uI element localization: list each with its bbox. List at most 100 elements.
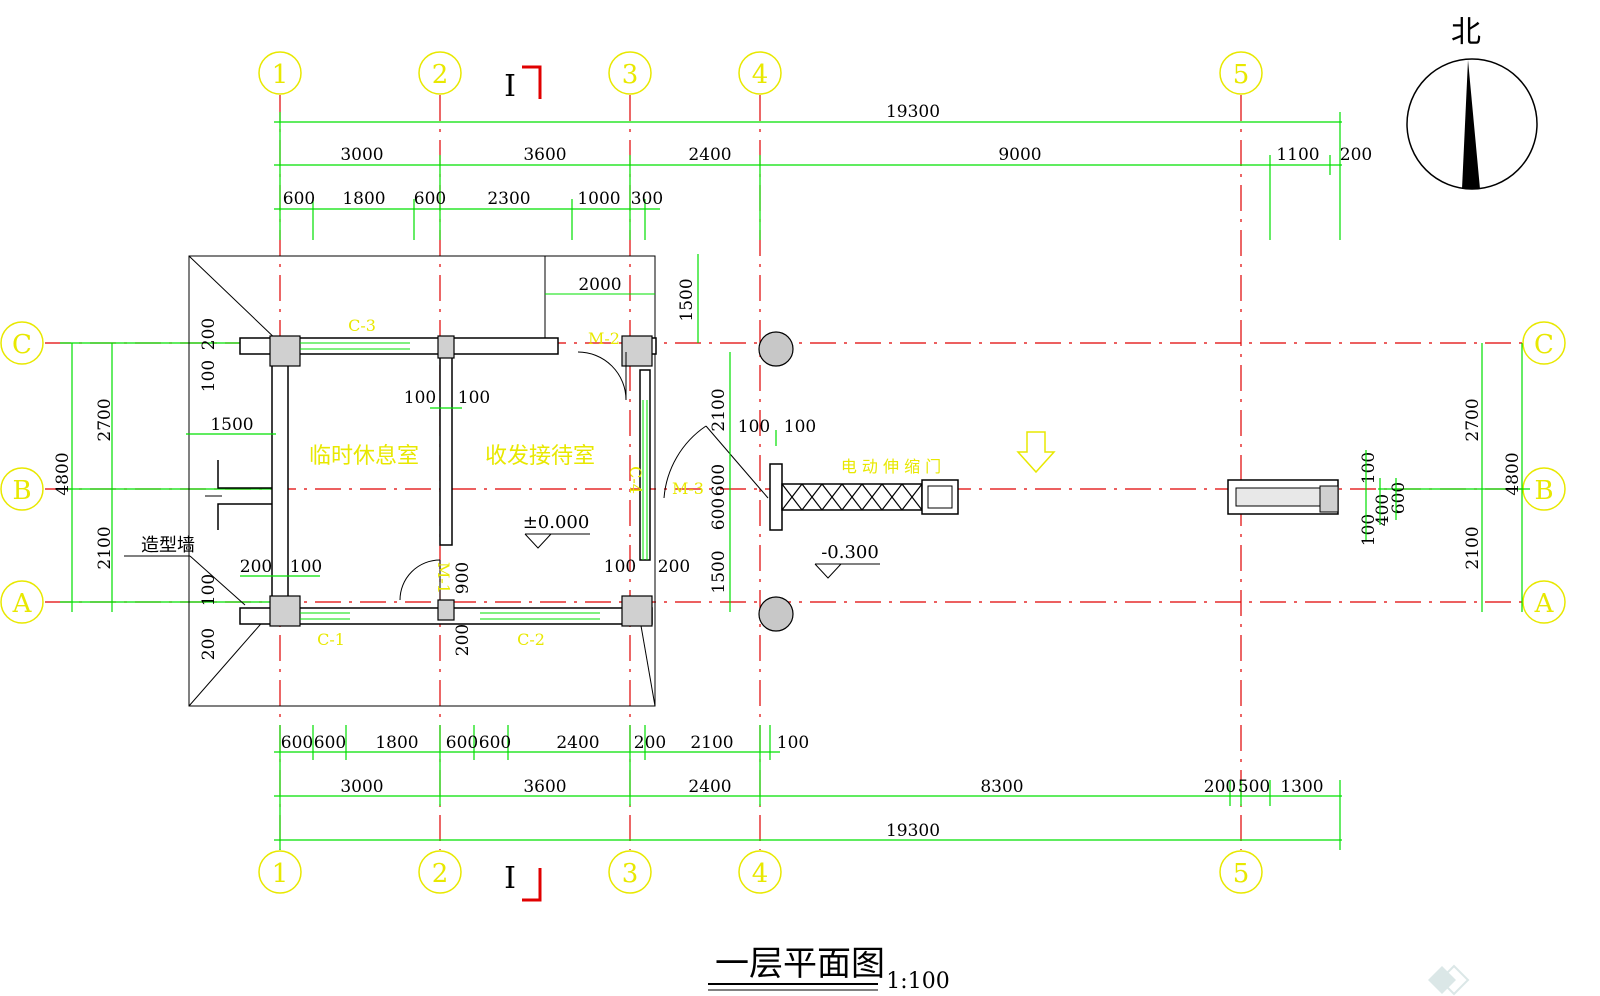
section-mark-top: I [504,65,542,104]
axis-bubble-c-left: C [0,321,44,365]
dimension-text: 1100 [1276,145,1319,165]
dimension-text: 1000 [577,189,620,209]
axis-label: 2 [432,859,449,889]
axis-label: C [12,330,32,360]
axis-label: 5 [1233,60,1250,90]
dimension-text: 1300 [1280,777,1323,797]
dimension-text: 2400 [688,777,731,797]
dimension-text: 600 [281,733,313,753]
drawing-title: 一层平面图 [715,944,885,984]
gate-area [697,254,1339,632]
roof-outline [188,255,656,707]
power-gate-label: 电 动 伸 缩 门 [841,457,941,476]
window-c1-label: C-1 [317,630,345,649]
dimension-text: 100 [199,574,219,606]
axis-bubble-3-bottom: 3 [608,850,652,894]
dimension-text: 900 [453,562,473,594]
axis-label: B [12,476,31,506]
room-reception-label: 收发接待室 [485,444,595,469]
right-dimension-lines [1378,343,1530,612]
dimension-text: 1500 [677,278,697,321]
axis-label: 3 [622,60,639,90]
axis-bubble-b-left: B [0,467,44,511]
section-mark-label: I [504,861,516,896]
top-dimension-lines [274,112,1342,240]
dimension-text: 2100 [95,526,115,569]
window-c3-label: C-3 [348,316,376,335]
drawing-title-block: 一层平面图 1:100 [708,944,950,994]
dimension-text: 200 [240,557,272,577]
dimension-text: 100 [1359,514,1379,546]
section-mark-label: I [504,69,516,104]
dimension-text: 200 [1340,145,1372,165]
dimension-text: 100 [784,417,816,437]
north-needle-icon [1462,60,1480,189]
drawing-scale: 1:100 [886,969,949,994]
axis-bubble-2-top: 2 [418,51,462,95]
dimension-text: 1800 [342,189,385,209]
dimension-text: 600 [446,733,478,753]
dimension-text: 200 [1204,777,1236,797]
dimension-text: 4800 [53,452,73,495]
dimension-text: 1500 [210,415,253,435]
dimension-text: 600 [314,733,346,753]
axis-label: C [1534,330,1554,360]
dimension-bottom-total: 19300 [886,821,940,841]
axis-bubble-c-right: C [1522,321,1566,365]
gate-pier-south [758,596,794,632]
dimension-text: 1800 [375,733,418,753]
axis-label: B [1534,476,1553,506]
dimension-text: 200 [634,733,666,753]
elevation-outside: -0.300 [814,542,880,579]
building-walls [124,335,769,627]
dimension-text: 400 [1373,494,1393,526]
axis-label: 5 [1233,859,1250,889]
axis-label: 4 [752,60,769,90]
dimension-text: 600 [709,498,729,530]
dimension-text: 100 [777,733,809,753]
axis-label: 4 [752,859,769,889]
axis-label: A [1534,589,1555,619]
dimension-text: 100 [404,388,436,408]
room-rest-label: 临时休息室 [309,444,419,469]
dimension-text: 2400 [556,733,599,753]
axis-bubble-5-top: 5 [1219,51,1263,95]
watermark-logo [1428,964,1470,996]
dimension-text: 100 [604,557,636,577]
dimension-text: 4800 [1503,452,1523,495]
elevation-text: ±0.000 [523,512,590,533]
dimension-text: 8300 [980,777,1023,797]
dimension-text: 200 [453,624,473,656]
dimension-text: 2100 [1463,526,1483,569]
dimension-text: 100 [1359,452,1379,484]
dimension-text: 600 [479,733,511,753]
window-c4-label: C-4 [626,466,645,494]
window-c2-label: C-2 [517,630,545,649]
axis-label: 1 [272,60,289,90]
dimension-text: 2700 [1463,398,1483,441]
dimension-text: 2000 [578,275,621,295]
dimension-text: 2700 [95,398,115,441]
left-dimension-lines [60,342,275,612]
dimension-text: 2400 [688,145,731,165]
gate-pier-north [758,331,794,367]
dimension-text: 500 [1238,777,1270,797]
dimension-text: 100 [458,388,490,408]
dimension-top-total: 19300 [886,102,940,122]
dimension-text: 600 [709,464,729,496]
axis-label: 3 [622,859,639,889]
dimension-text: 3000 [340,777,383,797]
dimension-text: 600 [1389,482,1409,514]
axis-label: 1 [272,859,289,889]
axis-label: A [12,589,33,619]
dimension-text: 600 [414,189,446,209]
door-m2-label: M-2 [588,329,620,348]
dimension-text: 200 [199,318,219,350]
dimension-text: 3600 [523,145,566,165]
axis-bubble-4-bottom: 4 [738,850,782,894]
feature-wall-label: 造型墙 [141,535,195,556]
dimension-text: 600 [283,189,315,209]
dimension-text: 1500 [709,550,729,593]
dimension-text: 100 [290,557,322,577]
